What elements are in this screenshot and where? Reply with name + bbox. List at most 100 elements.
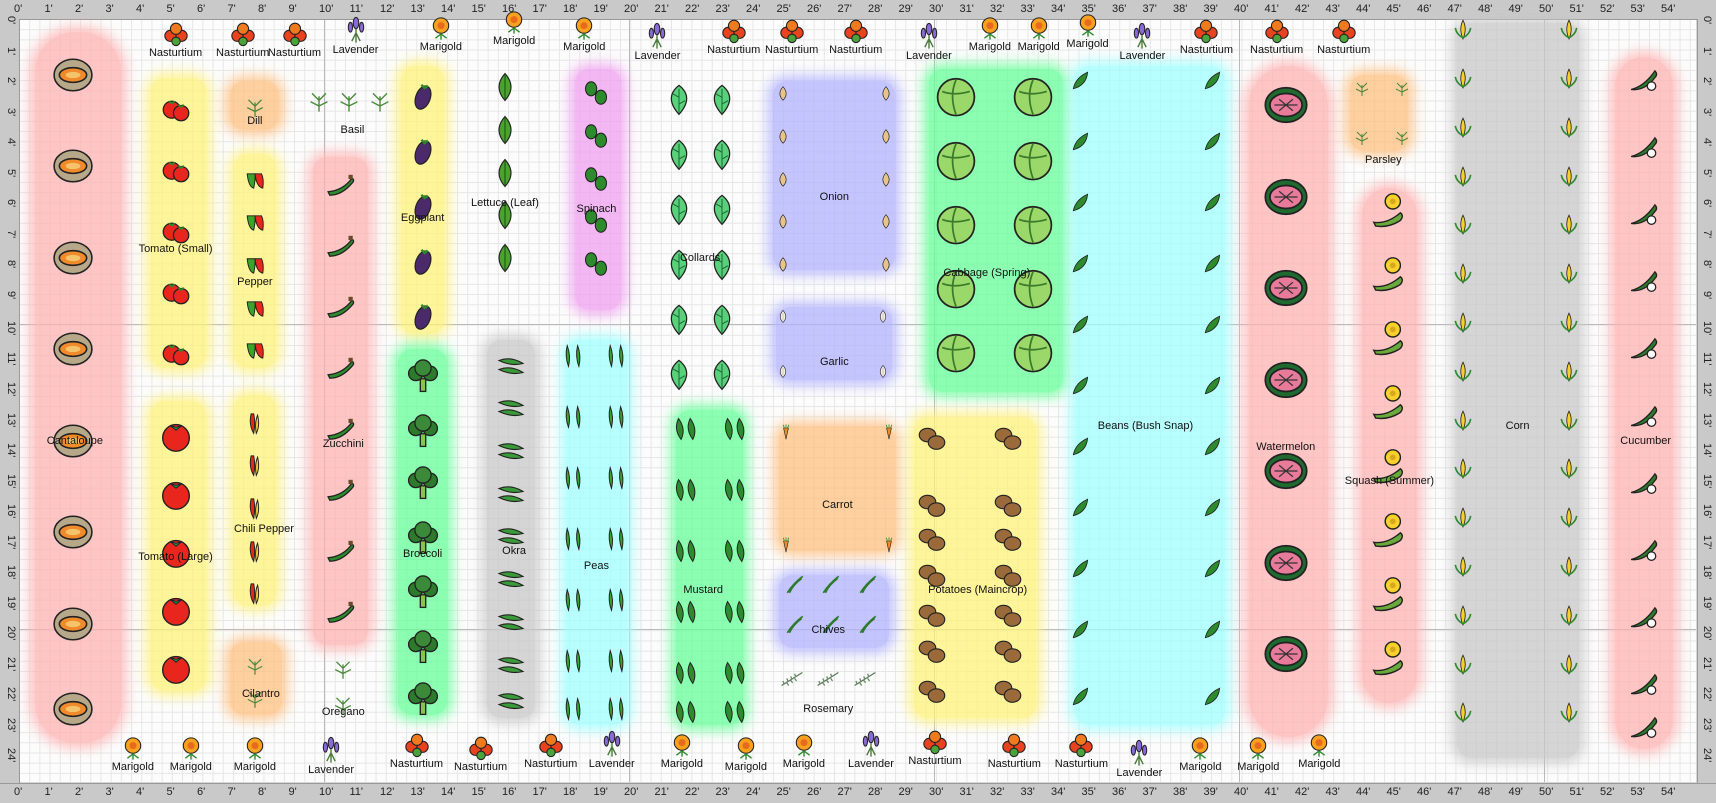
companion-nasturtium[interactable]: Nasturtium: [521, 730, 581, 770]
bed-area-garlic[interactable]: [776, 306, 893, 380]
companion-nasturtium[interactable]: Nasturtium: [905, 727, 965, 767]
companion-marigold[interactable]: Marigold: [652, 730, 712, 770]
bed-area-chili-pepper[interactable]: [233, 395, 277, 606]
plant-label: Watermelon: [1256, 441, 1316, 453]
lettuce-icon: [498, 158, 512, 187]
companion-nasturtium[interactable]: Nasturtium: [984, 730, 1044, 770]
companion-nasturtium[interactable]: Nasturtium: [1314, 16, 1374, 56]
corn-icon: [1454, 409, 1472, 431]
companion-marigold[interactable]: Marigold: [960, 13, 1020, 53]
companion-lavender[interactable]: Lavender: [326, 16, 386, 56]
companion-label: Lavender: [905, 50, 952, 63]
cantaloupe-icon: [53, 241, 94, 275]
lavender-icon: [322, 736, 340, 763]
bed-area-zucchini[interactable]: [312, 157, 368, 646]
companion-marigold[interactable]: Marigold: [103, 733, 163, 773]
companion-lavender[interactable]: Lavender: [627, 22, 687, 62]
companion-marigold[interactable]: Marigold: [1170, 733, 1230, 773]
companion-nasturtium[interactable]: Nasturtium: [146, 19, 206, 59]
companion-marigold[interactable]: Marigold: [716, 733, 776, 773]
corn-icon: [1560, 702, 1578, 724]
bed-area-tomato-small[interactable]: [151, 77, 207, 368]
ruler-tick-label: 51': [1569, 3, 1584, 15]
ruler-tick-label: 33': [1020, 3, 1035, 15]
bed-area-cilantro[interactable]: [230, 642, 283, 716]
dill-icon: [246, 99, 263, 118]
bed-area-cucumber[interactable]: [1615, 56, 1674, 749]
companion-nasturtium[interactable]: Nasturtium: [213, 19, 273, 59]
potato-icon: [918, 604, 946, 627]
companion-label: Marigold: [1066, 38, 1109, 51]
companion-marigold[interactable]: Marigold: [411, 13, 471, 53]
peas-icon: [608, 343, 624, 368]
ruler-tick-label: 50': [1539, 786, 1554, 798]
companion-nasturtium[interactable]: Nasturtium: [1247, 16, 1307, 56]
cabbage-icon: [1013, 206, 1052, 245]
ruler-tick-label: 28': [868, 786, 883, 798]
companion-marigold[interactable]: Marigold: [484, 7, 544, 47]
bed-area-chives[interactable]: [779, 575, 890, 649]
broccoli-icon: [407, 359, 438, 392]
bed-area-squash[interactable]: [1362, 187, 1417, 704]
ruler-tick-label: 25': [776, 786, 791, 798]
okra-icon: [497, 693, 525, 710]
nasturtium-icon: [230, 23, 255, 47]
companion-lavender[interactable]: Lavender: [899, 22, 959, 62]
plant-label: Eggplant: [400, 212, 445, 225]
carrot-icon: [886, 424, 893, 440]
companion-marigold[interactable]: Marigold: [1289, 730, 1349, 770]
companion-marigold[interactable]: Marigold: [225, 733, 285, 773]
ruler-tick-label: 7': [227, 786, 236, 798]
companion-marigold[interactable]: Marigold: [554, 13, 614, 53]
nasturtium-icon: [923, 730, 947, 755]
companion-lavender[interactable]: Lavender: [582, 730, 642, 770]
companion-lavender[interactable]: Lavender: [1112, 22, 1172, 62]
peas-icon: [565, 697, 581, 722]
marigold-icon: [981, 17, 999, 40]
spinach-icon: [585, 81, 608, 105]
ruler-tick-label: 49': [1508, 786, 1523, 798]
companion-lavender[interactable]: Lavender: [1109, 739, 1169, 779]
companion-marigold[interactable]: Marigold: [1228, 733, 1288, 773]
onion-icon: [882, 257, 890, 272]
companion-marigold[interactable]: Marigold: [1009, 13, 1069, 53]
chili-pepper-icon: [249, 413, 259, 435]
bed-area-bean[interactable]: [1075, 65, 1225, 725]
peas-icon: [608, 697, 624, 722]
bed-area-carrot[interactable]: [779, 425, 896, 551]
companion-nasturtium[interactable]: Nasturtium: [265, 19, 325, 59]
companion-lavender[interactable]: Lavender: [301, 736, 361, 776]
companion-nasturtium[interactable]: Nasturtium: [826, 16, 886, 56]
companion-marigold[interactable]: Marigold: [161, 733, 221, 773]
companion-nasturtium[interactable]: Nasturtium: [387, 730, 447, 770]
tomato-small-icon: [162, 223, 189, 244]
bed-area-onion[interactable]: [773, 81, 896, 271]
companion-label: Nasturtium: [1250, 44, 1304, 57]
companion-marigold[interactable]: Marigold: [774, 730, 834, 770]
companion-nasturtium[interactable]: Nasturtium: [1176, 16, 1236, 56]
ruler-tick-label: 4': [1701, 138, 1713, 147]
ruler-tick-label: 7': [1701, 229, 1713, 238]
companion-nasturtium[interactable]: Nasturtium: [1051, 730, 1111, 770]
cantaloupe-icon: [53, 58, 94, 92]
companion-lavender[interactable]: Lavender: [841, 730, 901, 770]
peas-icon: [608, 404, 624, 429]
companion-nasturtium[interactable]: Nasturtium: [762, 16, 822, 56]
plant-label: Squash (Summer): [1344, 474, 1435, 487]
collards-icon: [670, 304, 688, 336]
bed-area-corn[interactable]: [1456, 23, 1579, 759]
bed-area-parsley[interactable]: [1349, 74, 1408, 152]
pepper-icon: [246, 258, 264, 274]
cabbage-icon: [937, 206, 976, 245]
bed-area-watermelon[interactable]: [1249, 65, 1329, 737]
ruler-tick-label: 50': [1539, 3, 1554, 15]
corn-icon: [1454, 702, 1472, 724]
bed-area-peas[interactable]: [565, 340, 627, 725]
companion-marigold[interactable]: Marigold: [1058, 10, 1118, 50]
ruler-tick-label: 42': [1295, 786, 1310, 798]
ruler-tick-label: 20': [624, 786, 639, 798]
bean-icon: [1073, 687, 1089, 706]
ruler-tick-label: 14': [441, 786, 456, 798]
companion-nasturtium[interactable]: Nasturtium: [704, 16, 764, 56]
companion-nasturtium[interactable]: Nasturtium: [451, 733, 511, 773]
